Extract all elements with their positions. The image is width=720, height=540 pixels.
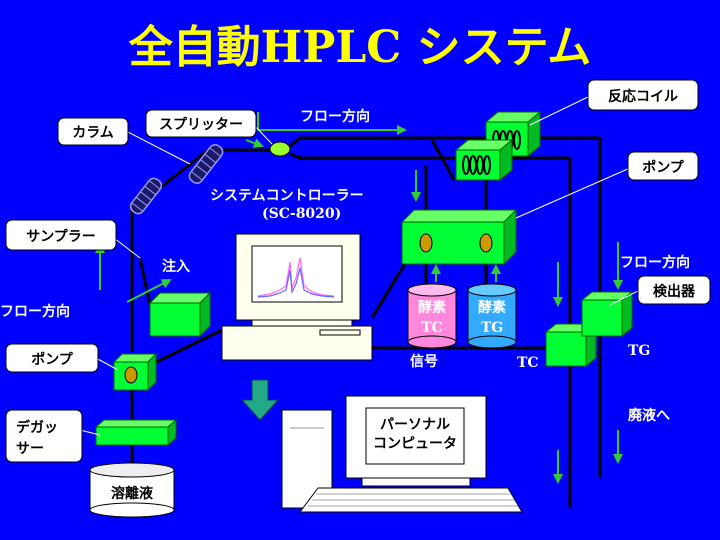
data-transfer-arrow <box>240 379 280 421</box>
enzyme-tc-bottle: 酵素 TC <box>407 283 457 349</box>
chromatogram-trace-2 <box>257 267 335 298</box>
page-title: 全自動HPLC システム <box>128 22 592 73</box>
svg-text:サー: サー <box>16 441 44 457</box>
eluent-label: 溶離液 <box>111 485 154 502</box>
label-flow-left: フロー方向 <box>0 303 70 320</box>
reagent-pump-module <box>400 208 518 266</box>
svg-text:ポンプ: ポンプ <box>31 351 74 368</box>
detector-module-tg <box>580 290 634 338</box>
label-signal: 信号 <box>410 353 438 370</box>
sampler-module <box>148 291 212 338</box>
pc-label-line2: コンピュータ <box>373 436 457 452</box>
svg-text:デガッ: デガッ <box>16 419 58 436</box>
enzyme-tg-bottle: 酵素 TG <box>467 283 517 349</box>
pump-valve-tg <box>479 233 493 253</box>
svg-text:サンプラー: サンプラー <box>26 229 96 245</box>
callout-sampler: サンプラー <box>5 219 141 259</box>
callout-splitter: スプリッター <box>145 109 273 145</box>
label-tc: TC <box>517 355 539 371</box>
callout-reaction-coil: 反応コイル <box>529 79 699 126</box>
svg-text:反応コイル: 反応コイル <box>608 88 678 105</box>
svg-text:検出器: 検出器 <box>653 283 696 300</box>
flow-arrows <box>95 112 623 484</box>
callout-degasser: デガッ サー <box>5 409 101 463</box>
svg-text:カラム: カラム <box>72 125 114 141</box>
callout-pump-left: ポンプ <box>5 343 119 373</box>
label-waste: 廃液へ <box>628 407 670 424</box>
callout-pump-right: ポンプ <box>515 151 699 219</box>
pump-valve-tc <box>419 233 433 253</box>
splitter-valve <box>269 141 291 157</box>
degasser-module <box>94 418 178 447</box>
label-flow-top: フロー方向 <box>300 108 370 125</box>
callout-detector: 検出器 <box>609 275 711 306</box>
column-cylinder <box>129 144 224 215</box>
label-tg: TG <box>628 343 650 359</box>
chromatogram-trace-1 <box>257 257 335 297</box>
enzyme-tc-label-2: TC <box>421 320 443 336</box>
label-injection: 注入 <box>162 258 190 275</box>
enzyme-tc-label-1: 酵素 <box>418 299 446 316</box>
eluent-bottle: 溶離液 <box>89 462 175 518</box>
reaction-coil-lower <box>454 138 514 182</box>
enzyme-tg-label-2: TG <box>481 320 503 336</box>
label-controller-1: システムコントローラー <box>210 188 364 204</box>
callout-column: カラム <box>57 117 191 165</box>
label-controller-2: (SC-8020) <box>262 206 341 222</box>
pump-module-left <box>112 352 158 392</box>
svg-text:ポンプ: ポンプ <box>642 159 685 176</box>
controller-computer <box>221 233 373 361</box>
pump-valve-left <box>124 366 138 384</box>
enzyme-tg-label-1: 酵素 <box>478 299 506 316</box>
personal-computer: パーソナル コンピュータ <box>281 395 523 513</box>
pc-label-line1: パーソナル <box>380 417 450 433</box>
label-flow-right: フロー方向 <box>620 254 690 271</box>
svg-text:スプリッター: スプリッター <box>159 117 243 133</box>
